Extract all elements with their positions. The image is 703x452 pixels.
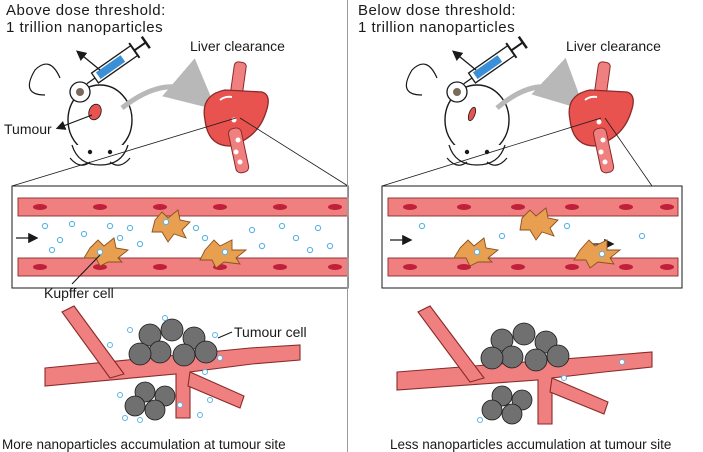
title-line-2: 1 trillion nanoparticles — [6, 19, 164, 36]
mouse-icon — [405, 63, 510, 166]
panel-above-threshold: Above dose threshold: 1 trillion nanopar… — [0, 0, 351, 452]
liver-clearance-label: Liver clearance — [566, 38, 661, 54]
liver-icon — [203, 61, 269, 174]
tumour-cells — [124, 318, 218, 421]
liver-clearance-label: Liver clearance — [190, 38, 285, 54]
endothelial-bottom-row — [17, 257, 349, 277]
nanoparticles — [477, 359, 625, 423]
circulation-arrow — [120, 58, 217, 110]
blood-vessel-icon — [396, 305, 653, 425]
zoom-line — [239, 117, 349, 187]
zoom-line — [604, 117, 653, 187]
tumour-label: Tumour — [4, 121, 52, 137]
tumour-cell-pointer — [217, 331, 233, 339]
zoom-line — [11, 117, 237, 187]
kupffer-cell-label: Kupffer cell — [44, 285, 114, 301]
left-illustration — [11, 35, 349, 423]
injection-arrow — [75, 50, 101, 71]
syringe-icon — [463, 35, 528, 85]
tumour-cell-label: Tumour cell — [234, 324, 307, 340]
endothelial-top-row — [387, 197, 679, 217]
nanoparticles — [41, 218, 334, 256]
title-line-1: Below dose threshold: — [358, 2, 517, 19]
blood-vessel-icon — [44, 305, 301, 419]
panel-caption: Less nanoparticles accumulation at tumou… — [390, 437, 672, 452]
title-line-1: Above dose threshold: — [6, 2, 166, 19]
title-line-2: 1 trillion nanoparticles — [358, 19, 516, 36]
panel-divider — [347, 0, 348, 452]
mouse-icon — [28, 63, 133, 166]
panel-caption: More nanoparticles accumulation at tumou… — [2, 437, 286, 452]
panel-below-threshold: Below dose threshold: 1 trillion nanopar… — [352, 0, 703, 452]
nanoparticles — [107, 315, 223, 423]
syringe-icon — [86, 35, 151, 85]
zoom-line — [381, 117, 602, 187]
kupffer-pointer — [71, 254, 101, 285]
endothelial-top-row — [17, 197, 349, 217]
panel-title: Above dose threshold: 1 trillion nanopar… — [6, 2, 166, 36]
tumour-pointer-arrow — [55, 114, 93, 130]
right-illustration — [381, 35, 683, 425]
panel-title: Below dose threshold: 1 trillion nanopar… — [358, 2, 516, 36]
nanoparticles — [418, 222, 646, 258]
endothelial-bottom-row — [387, 257, 679, 277]
liver-icon — [568, 61, 634, 174]
tumour-cells — [480, 322, 570, 425]
circulation-arrow — [495, 57, 585, 111]
injection-arrow — [451, 50, 477, 71]
